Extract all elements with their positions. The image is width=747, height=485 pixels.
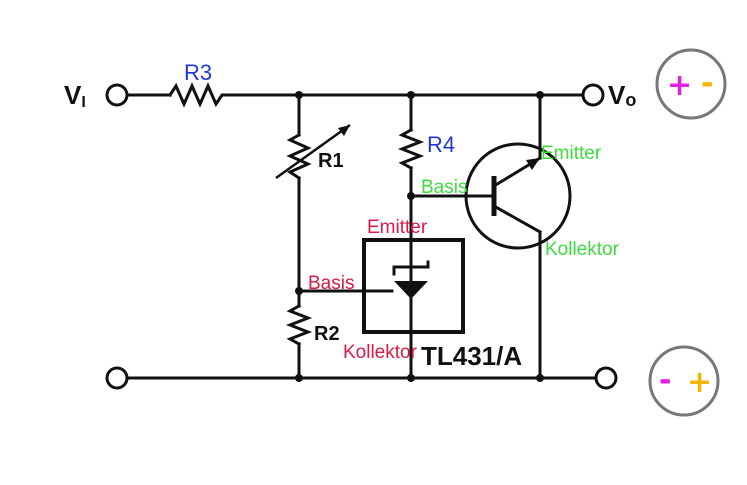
r4-label: R4	[427, 132, 455, 157]
r3-label: R3	[184, 60, 212, 85]
tl431-emitter-label: Emitter	[367, 217, 428, 238]
input-ground-terminal	[105, 366, 129, 390]
r2-branch	[285, 287, 313, 382]
polarity-indicator-top: + -	[655, 48, 727, 120]
tl431-name-label: TL431/A	[421, 341, 522, 371]
tl431-kollektor-label: Kollektor	[343, 342, 418, 363]
minus-sign-bottom: -	[659, 363, 671, 398]
r4-branch	[397, 91, 495, 242]
tl431-shunt-regulator	[297, 238, 465, 382]
transistor-kollektor-label: Kollektor	[545, 239, 620, 260]
transistor-emitter-label: Emitter	[541, 143, 602, 164]
tl431-basis-label: Basis	[308, 273, 354, 294]
r1-branch	[275, 91, 351, 293]
r2-label: R2	[314, 323, 340, 345]
minus-sign-top: -	[701, 66, 713, 101]
transistor	[464, 91, 572, 382]
plus-sign-bottom: +	[687, 365, 712, 400]
r1-label: R1	[318, 150, 344, 172]
plus-sign-top: +	[667, 68, 692, 103]
transistor-basis-label: Basis	[421, 177, 467, 198]
output-ground-terminal	[594, 366, 618, 390]
input-terminal	[105, 83, 129, 107]
output-terminal	[581, 83, 605, 107]
vi-label: VI	[64, 80, 86, 111]
polarity-indicator-bottom: - +	[648, 345, 720, 417]
r3-resistor	[167, 82, 230, 108]
vo-label: Vo	[608, 80, 636, 110]
